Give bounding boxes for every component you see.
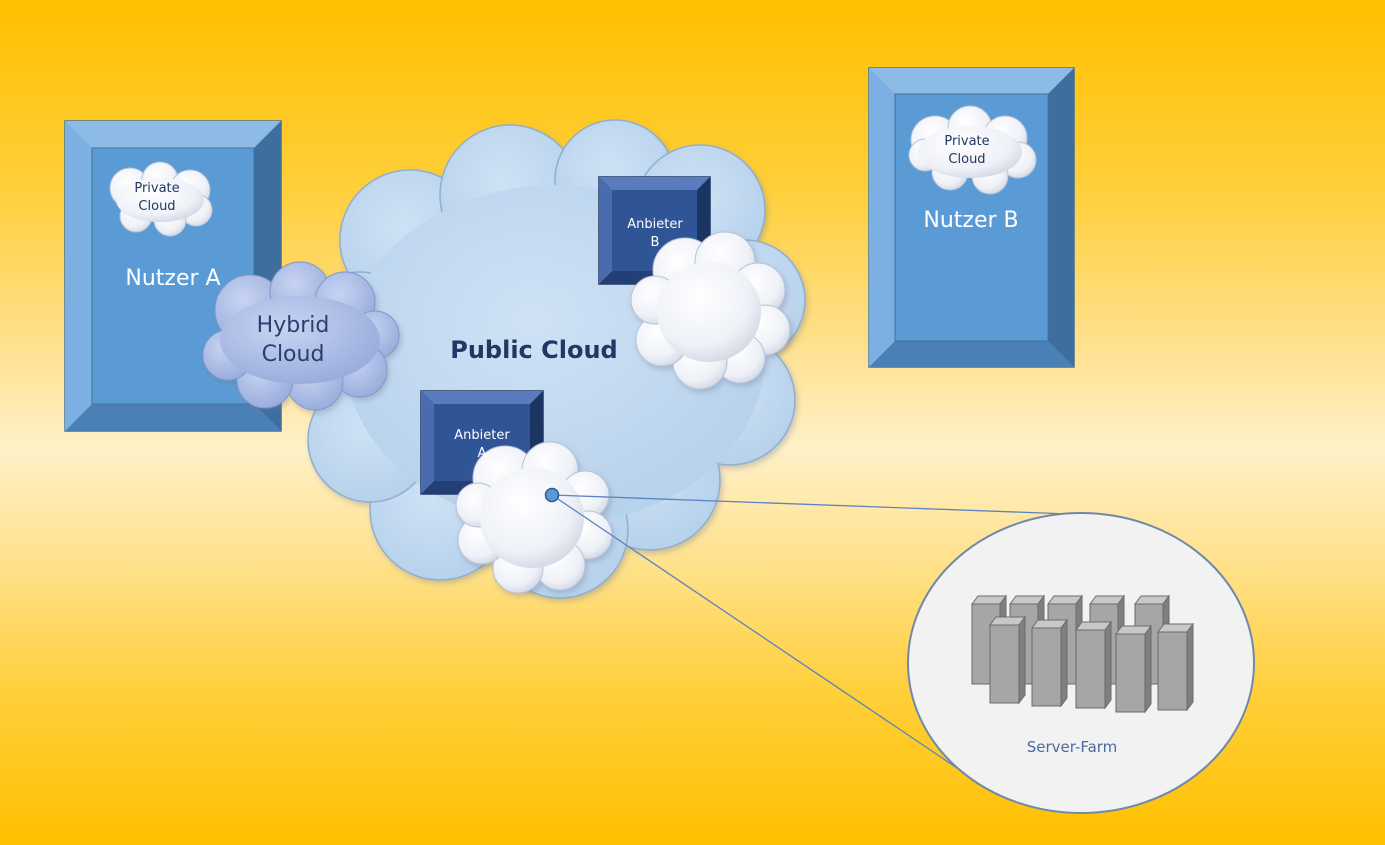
hybrid-cloud-line2: Cloud [262, 342, 325, 367]
provider-b-line1: Anbieter [627, 217, 683, 232]
server-icon [1031, 618, 1068, 708]
user-b-label: Nutzer B [923, 208, 1018, 233]
connector-dot [544, 487, 560, 503]
server-icon [1157, 622, 1194, 712]
provider-a-line2: A [478, 446, 487, 461]
connector-line-bottom [551, 494, 961, 771]
user-a-label: Nutzer A [125, 266, 220, 291]
user-a-private-cloud-line1: Private [134, 181, 179, 196]
server-farm-label: Server-Farm [1027, 738, 1118, 756]
user-b-private-cloud-line2: Cloud [948, 152, 985, 167]
user-b-private-cloud-line1: Private [944, 134, 989, 149]
user-a-private-cloud-line2: Cloud [138, 199, 175, 214]
hybrid-cloud-shape [202, 261, 400, 411]
provider-b-line2: B [651, 235, 660, 250]
private-cloud-b-shape [908, 105, 1037, 195]
provider-b-cloud [630, 231, 791, 390]
connector-line-top [551, 494, 1071, 515]
hybrid-cloud-line1: Hybrid [257, 313, 330, 338]
server-icon [989, 615, 1026, 705]
public-cloud-label: Public Cloud [450, 336, 617, 364]
server-icon [1075, 620, 1112, 710]
server-rack-group [971, 594, 1194, 714]
server-icon [1115, 624, 1152, 714]
provider-a-line1: Anbieter [454, 428, 510, 443]
private-cloud-a-shape [109, 161, 213, 237]
